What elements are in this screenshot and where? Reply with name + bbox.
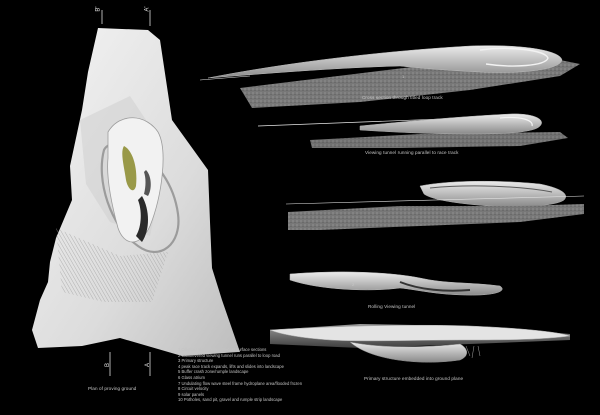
marker-a: A — [145, 362, 152, 368]
legend-item: 9 solar panels — [178, 391, 205, 397]
primary-roots — [465, 345, 481, 359]
legend-item: 4 peak race track expands, lifts and sli… — [178, 363, 284, 369]
legend-item: 1 Off-road steel frame pre-cast surface … — [178, 347, 267, 352]
marker-b-prime: B' — [95, 6, 102, 12]
rolling-part-tag: 2 — [352, 282, 355, 287]
rolling-viewing-tunnel — [289, 271, 503, 296]
cross-section-loop — [199, 45, 580, 108]
section2-shell — [359, 113, 542, 135]
section1-shell — [207, 45, 563, 79]
roof-void — [144, 170, 151, 196]
legend-list: 1 Off-road steel frame pre-cast surface … — [178, 347, 338, 403]
legend-item: 5 Buffer crash zone/rumple landscape — [178, 369, 249, 375]
section3-ground — [288, 204, 584, 230]
caption-section: Cross section through titled loop track — [362, 95, 443, 100]
section2-ground — [310, 132, 568, 148]
section1-track-line — [199, 75, 251, 81]
section3-shell — [419, 180, 566, 207]
caption-viewing-tunnel: Viewing tunnel running parallel to race … — [365, 150, 459, 155]
caption-primary-structure: Primary structure embedded into ground p… — [364, 376, 464, 381]
legend-item: 2 Cantilevered viewing tunnel runs paral… — [178, 352, 280, 358]
caption-plan: Plan of proving ground — [88, 386, 137, 391]
primary-shell — [269, 324, 571, 342]
marker-a-prime: A' — [144, 6, 151, 12]
atrium-shadow — [136, 196, 148, 242]
rolling-tunnel-opening — [399, 281, 471, 292]
section-part-tag: 1 — [402, 74, 405, 79]
legend-item: 10 Potholes, sand pit, gravel and rumple… — [178, 397, 283, 403]
marker-b: B — [105, 362, 112, 368]
legend-item: 7 Undulating flow wave steel frame hydro… — [178, 380, 303, 386]
primary-structure — [269, 324, 571, 363]
ramp-hatch — [56, 228, 168, 302]
section3-track-line — [285, 195, 585, 205]
rolling-tunnel-shape — [289, 271, 503, 296]
site-plan — [32, 10, 240, 376]
section-viewing-tunnel — [257, 113, 568, 148]
legend-item: 3 Primary structure — [178, 358, 214, 364]
section1-loop — [479, 47, 549, 67]
section-tunnel-terrain — [285, 180, 585, 230]
primary-underbody — [349, 341, 467, 363]
glass-atrium — [122, 146, 137, 191]
legend-item: 8 Circuit velocity — [178, 386, 209, 392]
section3-interior — [429, 185, 553, 193]
legend-item: 6 Glass atrium — [178, 374, 205, 380]
caption-rolling-tunnel: Rolling Viewing tunnel — [368, 304, 416, 309]
section2-loop — [499, 116, 533, 127]
